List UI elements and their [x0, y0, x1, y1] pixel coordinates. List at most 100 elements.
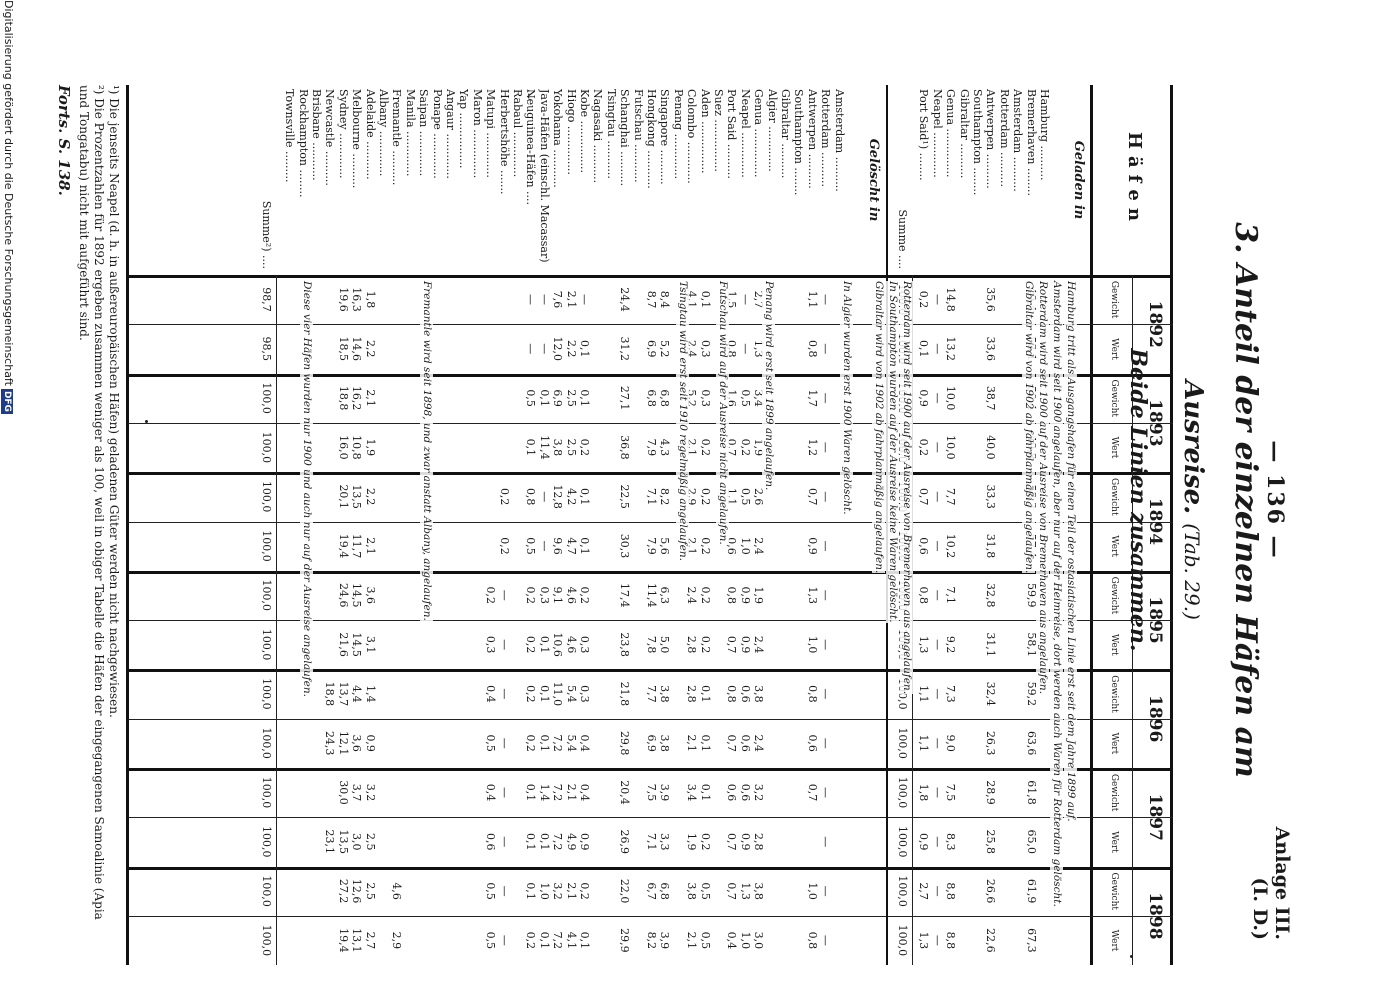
table-cell: 33,3	[984, 484, 998, 509]
table-cell: 2,4	[752, 635, 766, 654]
table-note: Penang wird erst seit 1899 angelaufen.	[762, 281, 775, 491]
table-cell: 1,1	[917, 685, 931, 703]
row-label: Adelaide ...........	[363, 89, 377, 180]
table-cell: —	[497, 836, 511, 848]
table-cell: 33,6	[984, 336, 998, 362]
table-cell: 65,0	[1024, 829, 1038, 855]
table-cell: 0,1	[698, 783, 712, 802]
table-cell: —	[930, 540, 944, 552]
table-cell: 0,2	[698, 833, 712, 851]
page-number: — 136 —	[1262, 440, 1288, 560]
table-cell: 0,2	[497, 537, 511, 555]
table-cell: 5,0	[658, 635, 672, 654]
row-label: Rotterdam ..........	[819, 89, 833, 188]
table-cell: —	[930, 787, 944, 798]
table-cell: 0,6	[738, 685, 752, 703]
table-cell: 0,5	[484, 882, 498, 900]
wert-header: Wert	[1109, 929, 1119, 952]
table-cell: 0,2	[524, 734, 538, 752]
table-cell: 2,4	[752, 537, 766, 555]
row-label: Matupi .............	[484, 89, 498, 178]
table-cell: 1,7	[805, 389, 819, 407]
row-label: Herbertshöhe .......	[497, 89, 511, 195]
table-cell: 14,5	[350, 583, 364, 608]
table-cell: 32,4	[984, 681, 998, 707]
table-cell: —	[537, 540, 551, 552]
table-cell: 3,1	[363, 635, 377, 654]
table-cell: 0,7	[805, 487, 819, 506]
row-label: Sydney .............	[336, 89, 350, 179]
table-note: Rotterdam wird seit 1900 auf der Ausreis…	[1036, 281, 1049, 695]
table-cell: 22,0	[618, 878, 632, 904]
sum-cell: 100,0	[259, 579, 273, 612]
table-cell: 0,4	[578, 734, 591, 752]
table-cell: 4,7	[564, 537, 578, 555]
table-cell: —	[738, 294, 752, 305]
sum-cell: 100,0	[259, 924, 273, 957]
table-cell: —	[930, 688, 944, 700]
column-divider	[128, 718, 1173, 720]
table-cell: 0,8	[524, 487, 538, 506]
lines-title: Beide Linien zusammen.	[1125, 348, 1151, 652]
row-label: Singapore ..........	[658, 89, 672, 185]
table-bottom-rule	[126, 85, 129, 965]
table-cell: 2,5	[564, 438, 578, 457]
table-cell: —	[930, 639, 944, 651]
table-cell: 0,7	[725, 882, 739, 900]
table-cell: 2,1	[564, 783, 578, 802]
table-cell: —	[524, 343, 538, 355]
table-cell: —	[819, 934, 833, 946]
table-cell: 3,4	[685, 783, 699, 802]
table-cell: 13,7	[336, 681, 350, 707]
table-cell: 31,1	[984, 632, 998, 657]
table-cell: 24,3	[323, 730, 337, 756]
table-cell: 0,2	[484, 586, 498, 605]
table-cell: —	[819, 836, 833, 848]
table-cell: 3,8	[551, 438, 565, 457]
table-cell: 3,7	[350, 783, 364, 802]
sum-cell: 100,0	[259, 530, 273, 562]
table-cell: 0,2	[578, 438, 591, 457]
row-label: Hamburg ..........	[1038, 89, 1051, 181]
row-label: Penang .............	[671, 89, 685, 180]
sum-cell: 100,0	[259, 727, 273, 759]
footnotes: ¹) Die jenseits Neapel (d. h. in außereu…	[76, 85, 121, 920]
digitization-credit: Digitalisierung gefördert durch die Deut…	[1, 0, 15, 414]
table-cell: —	[819, 491, 833, 503]
table-cell: 18,8	[336, 385, 350, 411]
table-cell: 10,0	[944, 435, 958, 460]
row-label: Kobe ...............	[578, 89, 591, 174]
gewicht-header: Gewicht	[1109, 773, 1119, 812]
table-cell: 1,3	[805, 586, 819, 605]
table-cell: 3,8	[658, 685, 672, 703]
table-cell: —	[819, 787, 833, 798]
table-cell: 3,2	[551, 882, 565, 900]
wert-header: Wert	[1109, 831, 1119, 853]
table-cell: 23,8	[618, 632, 632, 657]
table-cell: 0,5	[484, 734, 498, 752]
table-cell: —	[819, 540, 833, 552]
table-cell: —	[819, 639, 833, 651]
table-cell: —	[930, 589, 944, 601]
table-cell: 13,1	[350, 928, 364, 953]
gewicht-header: Gewicht	[1109, 379, 1119, 418]
table-cell: 19,4	[336, 928, 350, 953]
row-label: Brisbane ...........	[310, 89, 323, 181]
table-cell: 14,5	[350, 632, 364, 657]
table-cell: 0,2	[698, 635, 712, 654]
table-top-rule	[1170, 85, 1173, 965]
table-cell: 3,0	[350, 833, 364, 851]
table-cell: 0,4	[578, 783, 591, 802]
table-cell: 0,1	[578, 487, 591, 506]
table-cell: 9,2	[944, 635, 958, 654]
table-cell: 1,8	[363, 290, 377, 309]
table-cell: 0,1	[524, 833, 538, 851]
table-cell: 1,8	[917, 783, 931, 802]
sum-cell: 100,0	[259, 875, 273, 907]
table-cell: 0,6	[805, 734, 819, 752]
table-cell: 1,9	[685, 833, 699, 851]
table-cell: 30,3	[618, 533, 632, 559]
table-cell: 9,6	[551, 537, 565, 555]
table-cell: 61,9	[1024, 878, 1038, 904]
row-label: Genua ..............	[944, 89, 958, 178]
